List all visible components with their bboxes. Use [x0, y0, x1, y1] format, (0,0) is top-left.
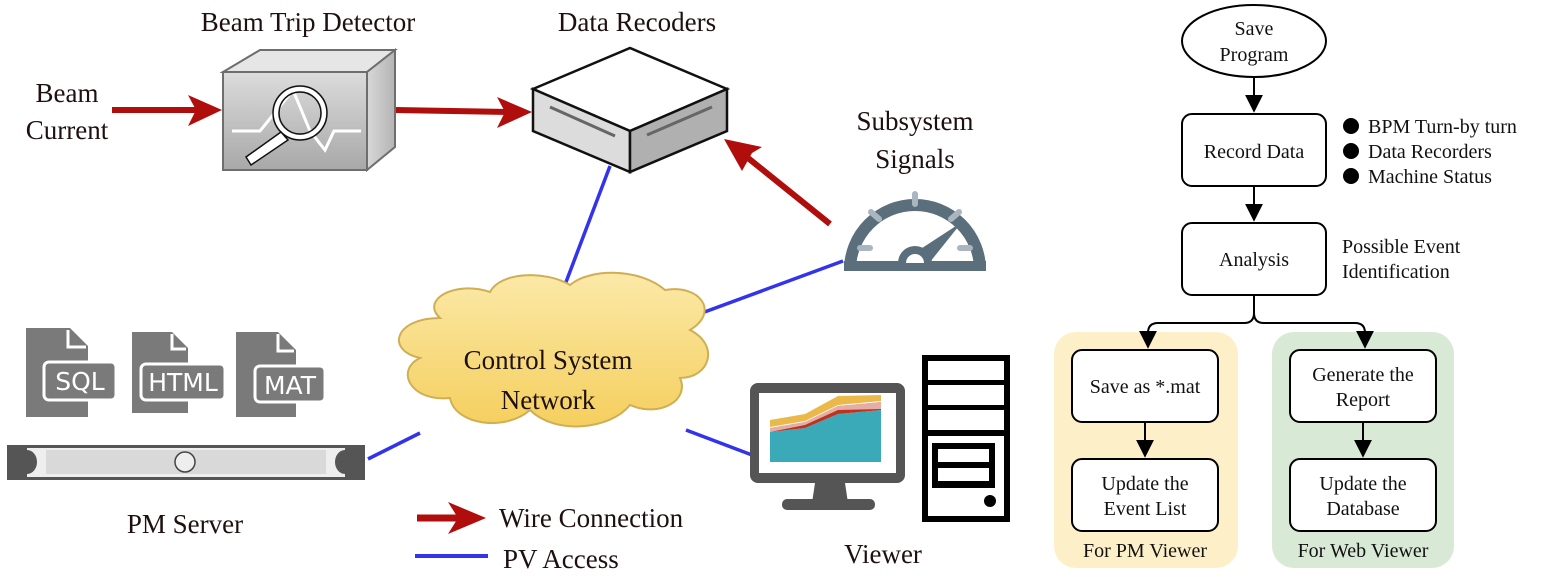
flow-arrow-split-pm [1139, 295, 1255, 349]
analysis-note: Possible Event [1342, 236, 1461, 258]
svg-text:Save as *.mat: Save as *.mat [1090, 376, 1201, 398]
svg-text:Program: Program [1220, 44, 1289, 66]
analysis-note: Identification [1342, 261, 1450, 283]
subsystem-signals-label: Subsystem Signals [856, 106, 973, 174]
svg-text:Analysis: Analysis [1219, 249, 1289, 271]
beam-trip-detector-icon [219, 47, 398, 173]
network-label-line1: Control System [464, 345, 633, 375]
control-system-network-cloud: Control System Network [398, 271, 710, 428]
record-notes-list: BPM Turn-by turn Data Recorders Machine … [1343, 116, 1517, 188]
svg-text:MAT: MAT [264, 371, 317, 400]
svg-text:BPM Turn-by turn: BPM Turn-by turn [1368, 116, 1517, 138]
pv-line-server [367, 431, 421, 461]
html-file-icon: HTML [132, 332, 227, 413]
svg-text:Data Recorders: Data Recorders [1368, 141, 1492, 163]
wire-arrow-beam-to-detector [112, 95, 222, 126]
svg-text:Database: Database [1326, 498, 1399, 520]
flow-arrow-split-web [1253, 312, 1374, 349]
beam-current-label: Beam Current [26, 78, 109, 145]
wire-arrow-detector-to-recorder [394, 97, 532, 128]
svg-text:Generate the: Generate the [1312, 364, 1414, 386]
svg-text:Signals: Signals [875, 144, 955, 174]
bullet-icon [1343, 143, 1359, 159]
pv-access-lines [367, 165, 844, 461]
computer-tower-icon [922, 355, 1010, 522]
pv-line-recorder [561, 165, 612, 291]
svg-text:Event List: Event List [1104, 498, 1187, 520]
svg-text:Update the: Update the [1319, 473, 1406, 495]
flow-step-update-database [1289, 458, 1437, 532]
svg-text:Current: Current [26, 115, 109, 145]
monitor-icon [750, 383, 905, 510]
sql-file-icon: SQL [26, 328, 118, 417]
pm-server-label: PM Server [127, 509, 243, 539]
legend-wire-label: Wire Connection [499, 503, 684, 533]
data-recorders-label: Data Recoders [558, 7, 716, 37]
wire-arrow-subsystem-to-recorder [724, 139, 832, 227]
bullet-icon [1343, 168, 1359, 184]
flow-step-update-event-list [1071, 458, 1219, 532]
data-recorder-icon [529, 46, 731, 174]
pm-server-rack-icon [7, 445, 365, 480]
svg-text:Report: Report [1336, 389, 1391, 411]
svg-text:Machine Status: Machine Status [1368, 166, 1492, 188]
mat-file-icon: MAT [236, 332, 327, 417]
svg-text:Beam: Beam [36, 78, 99, 108]
svg-text:Save: Save [1235, 18, 1274, 40]
viewer-label: Viewer [844, 539, 922, 569]
pm-viewer-caption: For PM Viewer [1083, 540, 1207, 562]
pv-line-subsystem [679, 259, 844, 323]
svg-text:Record Data: Record Data [1204, 141, 1305, 163]
legend: Wire Connection PV Access [415, 502, 684, 574]
legend-wire-arrow-icon [417, 502, 486, 534]
legend-pv-label: PV Access [503, 544, 619, 574]
gauge-icon [844, 191, 986, 271]
web-viewer-caption: For Web Viewer [1298, 540, 1429, 562]
beam-trip-detector-label: Beam Trip Detector [201, 7, 415, 37]
svg-text:Subsystem: Subsystem [856, 106, 973, 136]
bullet-icon [1343, 118, 1359, 134]
file-icons: SQL HTML MAT [26, 328, 327, 417]
wire-arrows [112, 95, 832, 227]
flow-start-save-program [1181, 4, 1327, 78]
flowchart: Save Program Record Data BPM Turn-by tur… [1054, 4, 1517, 568]
flow-step-generate-report [1289, 349, 1437, 423]
svg-text:Update the: Update the [1101, 473, 1188, 495]
svg-text:SQL: SQL [55, 367, 105, 396]
pv-line-viewer [685, 428, 753, 457]
svg-text:HTML: HTML [148, 368, 218, 397]
network-label-line2: Network [501, 385, 596, 415]
